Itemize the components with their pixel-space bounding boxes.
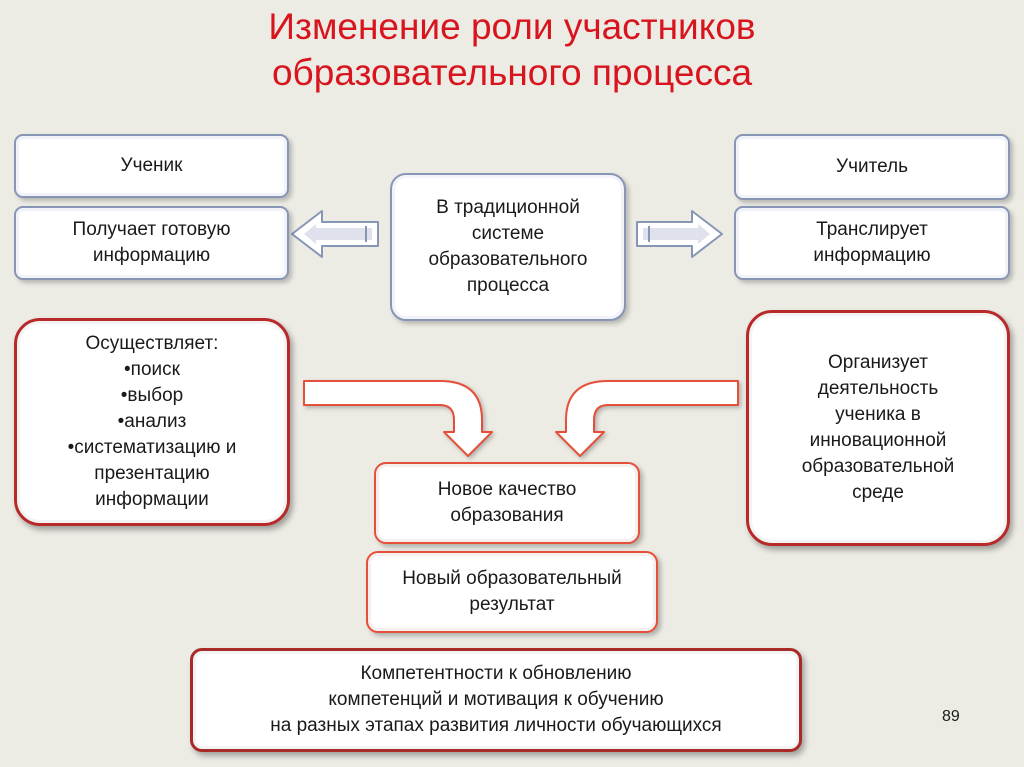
competencies-line-2: компетенций и мотивация к обучению: [328, 689, 664, 710]
student-activity-line-2: •поиск: [124, 359, 180, 380]
teacher-activity-line-5: образовательной: [801, 456, 955, 477]
teacher-transmits-line-2: информацию: [813, 245, 931, 266]
student-activity-line-1: Осуществляет:: [85, 333, 219, 354]
new-quality-box: Новое качество образования: [374, 462, 640, 544]
traditional-line-3: образовательного: [428, 249, 588, 270]
teacher-transmits-line-1: Транслирует: [816, 219, 928, 240]
title-line-1: Изменение роли участников: [268, 6, 756, 47]
slide-title: Изменение роли участников образовательно…: [0, 4, 1024, 96]
left-arrow: [291, 210, 379, 258]
teacher-label-box: Учитель: [734, 134, 1010, 200]
student-activity-line-4: •анализ: [117, 411, 187, 432]
title-line-2: образовательного процесса: [271, 52, 753, 93]
competencies-box: Компетентности к обновлению компетенций …: [190, 648, 802, 752]
student-receives-line-1: Получает готовую: [72, 219, 231, 240]
traditional-line-1: В традиционной: [436, 197, 580, 218]
page-number: 89: [942, 708, 960, 725]
curved-arrow-right: [555, 380, 739, 457]
new-quality-line-2: образования: [450, 505, 564, 526]
teacher-activity-line-2: деятельность: [817, 378, 939, 399]
student-label-box: Ученик: [14, 134, 289, 198]
student-receives-box: Получает готовую информацию: [14, 206, 289, 280]
student-activity-line-5: •систематизацию и: [67, 437, 237, 458]
traditional-line-4: процесса: [466, 275, 550, 296]
student-label: Ученик: [120, 155, 183, 176]
traditional-line-2: системе: [471, 223, 545, 244]
right-arrow: [636, 210, 723, 258]
traditional-system-box: В традиционной системе образовательного …: [390, 173, 626, 321]
curved-arrow-left: [303, 380, 493, 457]
student-activity-line-3: •выбор: [120, 385, 184, 406]
teacher-activity-line-6: среде: [852, 482, 904, 503]
teacher-label: Учитель: [836, 156, 908, 177]
competencies-line-3: на разных этапах развития личности обуча…: [270, 715, 722, 736]
teacher-transmits-box: Транслирует информацию: [734, 206, 1010, 280]
new-result-line-1: Новый образовательный: [402, 568, 622, 589]
teacher-activity-line-3: ученика в: [835, 404, 921, 425]
competencies-line-1: Компетентности к обновлению: [360, 663, 632, 684]
teacher-activity-box: Организует деятельность ученика в иннова…: [746, 310, 1010, 546]
new-result-line-2: результат: [469, 594, 555, 615]
teacher-activity-line-1: Организует: [828, 352, 928, 373]
new-result-box: Новый образовательный результат: [366, 551, 658, 633]
new-quality-line-1: Новое качество: [437, 479, 577, 500]
student-activity-line-7: информации: [95, 489, 209, 510]
teacher-activity-line-4: инновационной: [809, 430, 947, 451]
student-activity-line-6: презентацию: [94, 463, 210, 484]
student-receives-line-2: информацию: [92, 245, 211, 266]
student-activity-box: Осуществляет: •поиск •выбор •анализ •сис…: [14, 318, 290, 526]
